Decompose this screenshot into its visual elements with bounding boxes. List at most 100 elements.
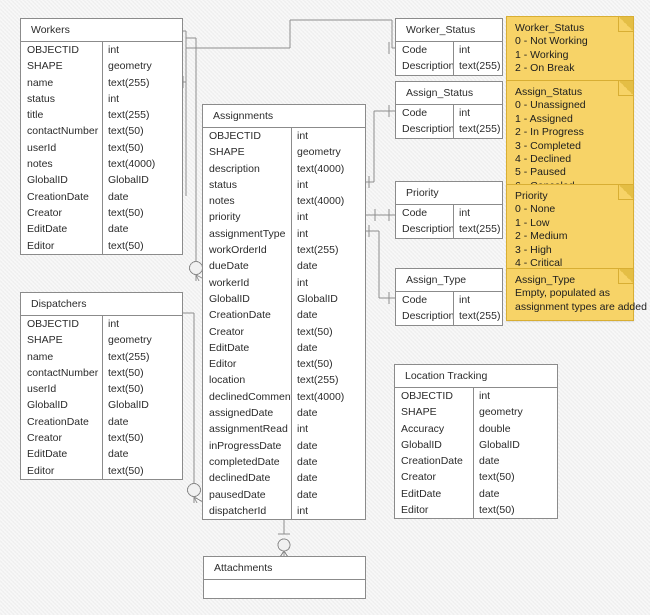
field-type: date: [291, 307, 365, 324]
field-type: text(255): [453, 308, 502, 325]
field-name: status: [27, 92, 56, 105]
field-type: date: [473, 453, 557, 470]
field-name: name: [27, 76, 54, 89]
note-line: 2 - Medium: [515, 230, 568, 243]
field-type: text(50): [102, 381, 182, 398]
field-type: date: [102, 221, 182, 238]
field-name: Creator: [209, 325, 245, 338]
note-line: 0 - Unassigned: [515, 99, 586, 112]
entity-title-workers: Workers: [21, 19, 182, 42]
field-row: name text(255): [21, 74, 182, 91]
field-type: int: [453, 292, 502, 309]
field-type: text(50): [102, 364, 182, 382]
field-type: text(255): [291, 372, 365, 389]
field-name: Creator: [401, 471, 437, 484]
field-name: Code: [402, 44, 428, 56]
field-type: geometry: [102, 332, 182, 349]
entity-title-priority: Priority: [396, 182, 502, 205]
note-line: assignment types are added: [515, 300, 647, 313]
field-name: OBJECTID: [27, 44, 79, 56]
field-name: notes: [209, 195, 235, 208]
note-fold-icon: [618, 17, 633, 32]
note-line: 1 - Assigned: [515, 112, 573, 125]
field-name: Editor: [401, 504, 429, 517]
note-line: 0 - None: [515, 203, 556, 216]
field-name: CreationDate: [27, 415, 89, 428]
field-name: SHAPE: [401, 406, 437, 419]
field-list-attachments: [204, 580, 365, 598]
field-type: GlobalID: [102, 397, 182, 414]
field-row: pausedDate date: [203, 486, 365, 503]
field-type: GlobalID: [291, 290, 365, 308]
field-type: text(255): [453, 58, 502, 75]
field-name: contactNumber: [27, 125, 99, 138]
field-name: OBJECTID: [209, 130, 261, 142]
field-name: Code: [402, 107, 428, 119]
field-type: text(50): [102, 139, 182, 157]
entity-title-worker-status: Worker_Status: [396, 19, 502, 42]
field-type: date: [291, 339, 365, 357]
field-name: pausedDate: [209, 488, 266, 501]
field-type: text(4000): [102, 156, 182, 173]
field-name: assignmentType: [209, 227, 286, 240]
field-type: text(255): [453, 221, 502, 238]
field-name: Creator: [27, 432, 63, 445]
field-type: geometry: [102, 58, 182, 75]
note-title: Worker_Status: [515, 22, 585, 34]
field-name: SHAPE: [27, 334, 63, 347]
entity-attachments[interactable]: Attachments: [203, 556, 366, 599]
field-row: status int: [21, 90, 182, 108]
field-type: int: [291, 502, 365, 520]
field-name: userId: [27, 141, 57, 154]
field-name: EditDate: [27, 448, 68, 461]
field-name: EditDate: [27, 223, 68, 236]
field-name: notes: [27, 158, 53, 171]
field-type: text(255): [102, 74, 182, 91]
field-name: OBJECTID: [401, 390, 453, 402]
note-fold-icon: [618, 81, 633, 96]
field-type: text(255): [453, 121, 502, 138]
field-name: Editor: [209, 358, 237, 371]
field-row: EditDate date: [21, 221, 182, 238]
field-type: date: [291, 486, 365, 503]
field-type: GlobalID: [102, 172, 182, 189]
field-type: int: [102, 90, 182, 108]
field-name: title: [27, 109, 44, 122]
field-name: GlobalID: [27, 399, 68, 412]
field-name: Editor: [27, 464, 55, 477]
field-name: userId: [27, 383, 57, 396]
field-name: CreationDate: [27, 190, 89, 203]
